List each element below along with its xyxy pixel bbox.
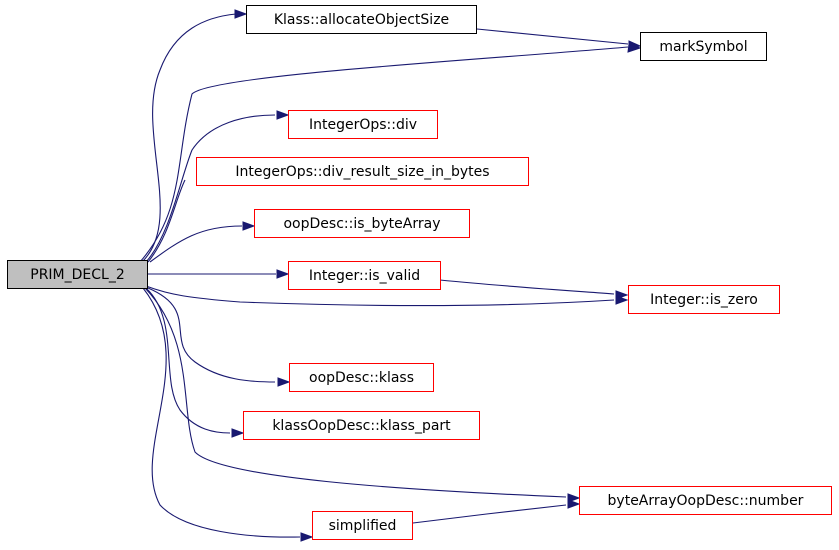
edge-alloc-to-mark <box>476 28 629 45</box>
node-integer-is-zero[interactable]: Integer::is_zero <box>628 285 780 314</box>
arrowhead-number-2 <box>567 499 581 509</box>
edge-root-to-number <box>144 287 567 498</box>
arrowhead-valid <box>276 269 290 279</box>
arrowhead-div <box>276 110 290 120</box>
node-label: Integer::is_zero <box>650 291 758 308</box>
node-label: Klass::allocateObjectSize <box>273 11 450 28</box>
node-mark-symbol[interactable]: markSymbol <box>640 32 767 61</box>
edge-root-to-mark <box>139 46 629 263</box>
node-label: byteArrayOopDesc::number <box>607 492 804 509</box>
arrowhead-isba <box>242 221 256 231</box>
node-integer-is-valid[interactable]: Integer::is_valid <box>288 261 441 290</box>
edge-valid-to-zero <box>439 279 615 295</box>
node-integerops-div[interactable]: IntegerOps::div <box>288 110 438 139</box>
node-label: Integer::is_valid <box>308 267 421 284</box>
edge-root-to-klass <box>147 287 276 383</box>
node-label: oopDesc::is_byteArray <box>283 215 441 232</box>
node-label: markSymbol <box>659 38 748 55</box>
arrowhead-simpl <box>300 532 314 542</box>
arrowhead-klass <box>277 377 291 387</box>
node-oopdesc-is-bytearray[interactable]: oopDesc::is_byteArray <box>254 209 470 238</box>
edge-root-to-div <box>145 114 276 263</box>
root-node-prim-decl-2: PRIM_DECL_2 <box>7 260 148 289</box>
edge-root-to-simpl <box>142 287 301 538</box>
arrowhead-kpart <box>231 428 245 438</box>
node-klass-allocate-object-size[interactable]: Klass::allocateObjectSize <box>246 5 477 34</box>
node-integerops-div-result-size[interactable]: IntegerOps::div_result_size_in_bytes <box>196 157 529 186</box>
node-simplified[interactable]: simplified <box>312 511 413 540</box>
edge-root-to-isba <box>149 225 243 263</box>
node-label: oopDesc::klass <box>309 369 414 386</box>
arrowhead-alloc <box>234 9 248 19</box>
node-label: klassOopDesc::klass_part <box>272 417 451 434</box>
arrowhead-number-1 <box>567 493 581 503</box>
arrowhead-zero-2 <box>615 295 629 305</box>
edge-root-to-zero <box>145 285 615 307</box>
node-klassoopdesc-klass-part[interactable]: klassOopDesc::klass_part <box>243 411 480 440</box>
edge-root-to-divres <box>147 179 186 263</box>
arrowhead-mark-2 <box>627 43 642 53</box>
node-label: simplified <box>328 517 397 534</box>
node-oopdesc-klass[interactable]: oopDesc::klass <box>289 363 434 392</box>
edge-root-to-kpart <box>145 287 231 434</box>
root-node-label: PRIM_DECL_2 <box>30 266 125 283</box>
edge-root-to-alloc <box>141 13 237 263</box>
node-label: IntegerOps::div_result_size_in_bytes <box>235 163 490 180</box>
node-bytearrayoopdesc-number[interactable]: byteArrayOopDesc::number <box>579 486 832 515</box>
edge-simpl-to-number <box>412 504 567 524</box>
node-label: IntegerOps::div <box>308 116 418 133</box>
